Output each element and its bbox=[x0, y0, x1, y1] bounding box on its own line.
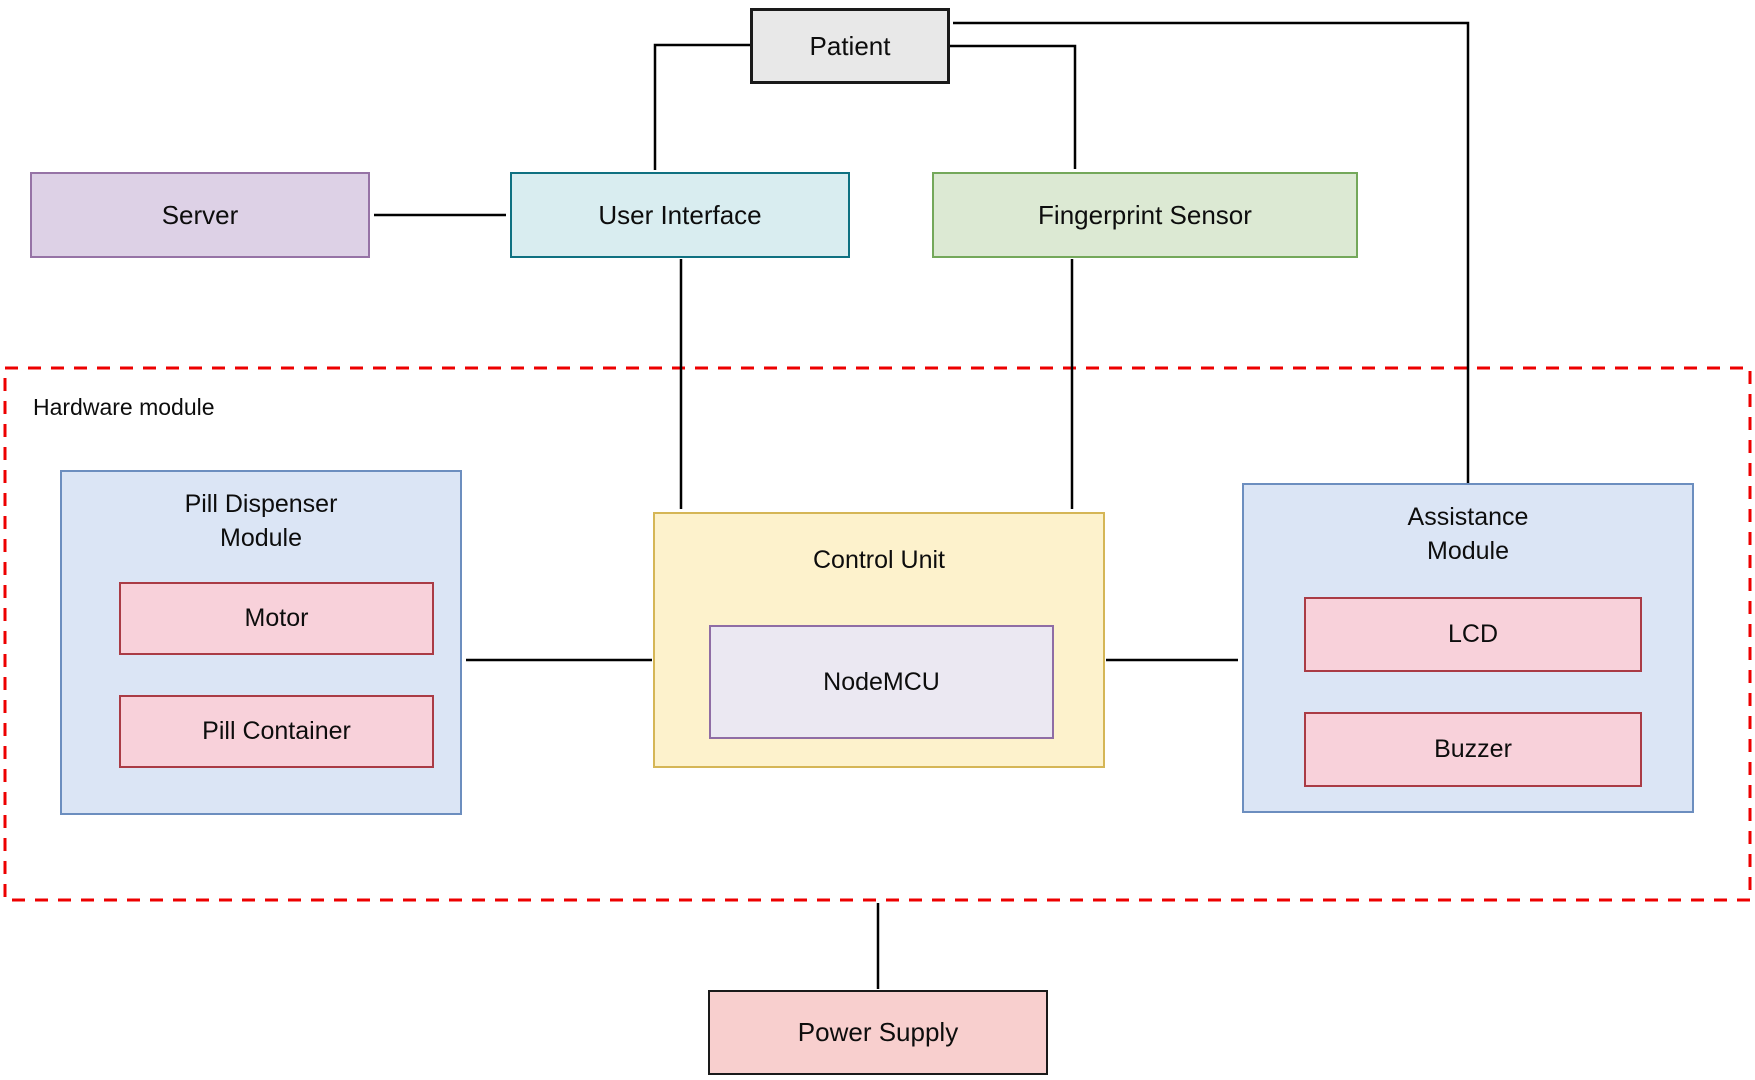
fingerprint-sensor-node: Fingerprint Sensor bbox=[932, 172, 1358, 258]
assistance-module-title: Assistance Module bbox=[1407, 503, 1529, 565]
pill-dispenser-module-title: Pill Dispenser Module bbox=[184, 490, 338, 552]
assistance-module-node: Assistance Module LCD Buzzer bbox=[1242, 483, 1694, 813]
nodemcu-node: NodeMCU bbox=[709, 625, 1054, 739]
pill-container-node: Pill Container bbox=[119, 695, 434, 768]
user-interface-label: User Interface bbox=[598, 199, 762, 230]
lcd-label: LCD bbox=[1447, 620, 1498, 648]
server-node: Server bbox=[30, 172, 370, 258]
power-supply-label: Power Supply bbox=[797, 1017, 959, 1048]
server-label: Server bbox=[161, 199, 239, 230]
hardware-module-label: Hardware module bbox=[33, 394, 215, 420]
nodemcu-label: NodeMCU bbox=[823, 667, 940, 696]
control-unit-node: Control Unit NodeMCU bbox=[653, 512, 1105, 768]
motor-label: Motor bbox=[244, 604, 309, 632]
patient-label: Patient bbox=[809, 30, 891, 61]
connector-patient-fingerprint-sensor bbox=[950, 44, 1077, 169]
lcd-node: LCD bbox=[1304, 597, 1642, 672]
fingerprint-sensor-label: Fingerprint Sensor bbox=[1038, 199, 1252, 230]
motor-node: Motor bbox=[119, 582, 434, 655]
user-interface-node: User Interface bbox=[510, 172, 850, 258]
control-unit-title: Control Unit bbox=[813, 546, 945, 574]
power-supply-node: Power Supply bbox=[708, 990, 1048, 1075]
pill-dispenser-module-node: Pill Dispenser Module Motor Pill Contain… bbox=[60, 470, 462, 815]
patient-node: Patient bbox=[750, 8, 950, 84]
buzzer-label: Buzzer bbox=[1434, 735, 1512, 763]
buzzer-node: Buzzer bbox=[1304, 712, 1642, 787]
pill-container-label: Pill Container bbox=[202, 717, 351, 745]
connector-patient-user-interface bbox=[653, 43, 750, 170]
